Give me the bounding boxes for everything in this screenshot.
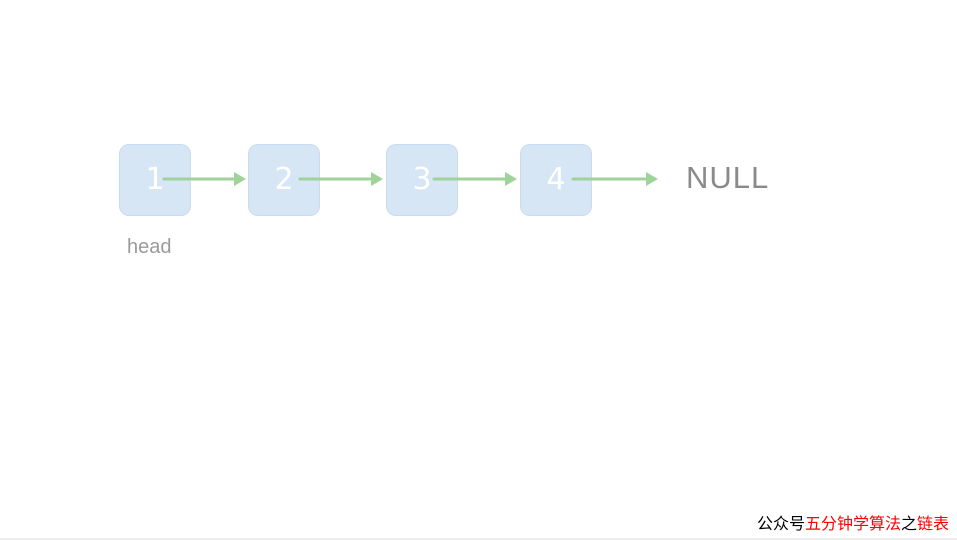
node-value: 2 <box>274 162 294 197</box>
null-terminator-label: NULL <box>686 160 770 195</box>
head-pointer-label: head <box>127 236 172 258</box>
footer-highlight-account: 五分钟学算法 <box>804 514 901 533</box>
node-value: 4 <box>546 162 566 197</box>
list-node-3: 3 <box>386 144 458 216</box>
footer-middle: 之 <box>900 514 917 533</box>
bottom-divider <box>0 538 957 540</box>
list-node-1: 1 <box>119 144 191 216</box>
footer-prefix: 公众号 <box>756 514 805 533</box>
node-value: 3 <box>412 162 432 197</box>
node-value: 1 <box>145 162 165 197</box>
footer-highlight-topic: 链表 <box>916 514 949 533</box>
footer-credit: 公众号五分钟学算法之链表 <box>757 510 949 534</box>
list-node-4: 4 <box>520 144 592 216</box>
list-node-2: 2 <box>248 144 320 216</box>
